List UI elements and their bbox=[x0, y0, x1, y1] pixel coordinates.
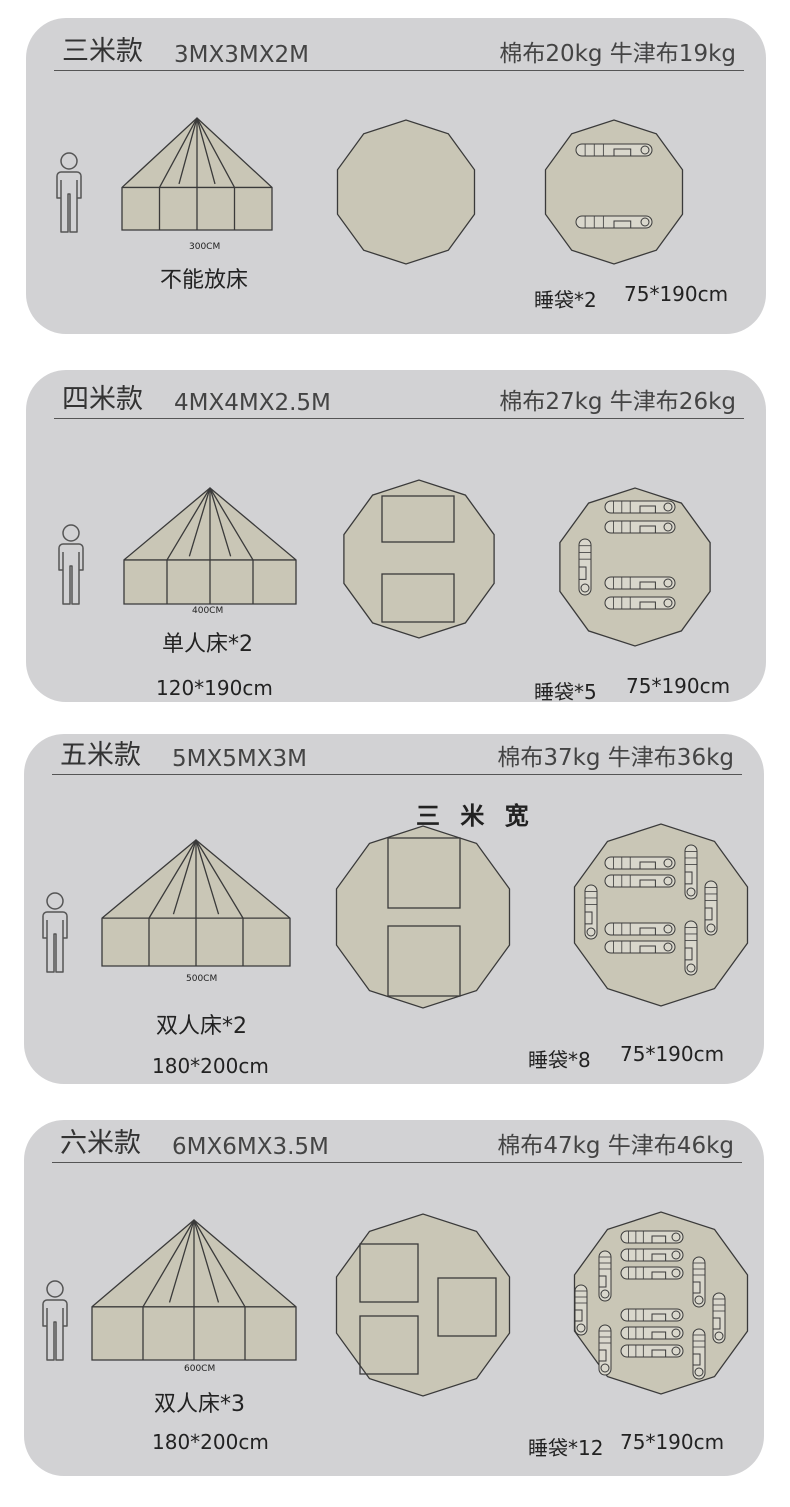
bed-label: 双人床*2 bbox=[156, 1014, 247, 1039]
tent-floor-sleeping-bags-icon bbox=[573, 823, 749, 1007]
width-note: 三 米 宽 bbox=[416, 802, 535, 830]
person-icon bbox=[42, 892, 68, 973]
sleeping-bag-icon bbox=[604, 500, 676, 514]
tent-floor-beds-icon bbox=[343, 479, 495, 639]
tent-card-4m: 四米款 4MX4MX2.5M 棉布27kg 牛津布26kg 400CM 单人床*… bbox=[26, 370, 766, 704]
bed-size: 180*200cm bbox=[152, 1054, 269, 1078]
sleeping-bag-icon bbox=[620, 1344, 684, 1358]
sleeping-bag-icon bbox=[575, 215, 653, 229]
bed-rect bbox=[359, 1243, 419, 1303]
sleeping-bag-icon bbox=[620, 1326, 684, 1340]
person-icon bbox=[42, 1280, 68, 1361]
sleeping-bag-icon bbox=[620, 1230, 684, 1244]
sleeping-bag-icon bbox=[604, 520, 676, 534]
sleeping-bag-icon bbox=[620, 1308, 684, 1322]
sleeping-bag-label: 睡袋*12 bbox=[528, 1436, 604, 1460]
sleeping-bag-icon bbox=[684, 920, 698, 976]
model-dimensions: 6MX6MX3.5M bbox=[172, 1134, 329, 1160]
tent-card-3m: 三米款 3MX3MX2M 棉布20kg 牛津布19kg 300CM 不能放床 睡… bbox=[26, 18, 766, 334]
tent-floor-beds-icon bbox=[335, 1213, 511, 1397]
sleeping-bag-icon bbox=[574, 1284, 588, 1336]
sleeping-bag-icon bbox=[692, 1256, 706, 1308]
tent-width-label: 500CM bbox=[186, 974, 218, 984]
sleeping-bag-icon bbox=[575, 143, 653, 157]
bed-rect bbox=[381, 573, 455, 623]
bed-rect bbox=[359, 1315, 419, 1375]
bed-rect bbox=[381, 495, 455, 543]
tent-floor-empty-icon bbox=[336, 119, 476, 265]
model-weight: 棉布27kg 牛津布26kg bbox=[499, 389, 736, 415]
model-weight: 棉布20kg 牛津布19kg bbox=[499, 41, 736, 67]
sleeping-bag-icon bbox=[684, 844, 698, 900]
bed-label: 不能放床 bbox=[160, 268, 249, 293]
model-dimensions: 3MX3MX2M bbox=[174, 42, 309, 68]
sleeping-bag-icon bbox=[584, 884, 598, 940]
card-header: 三米款 3MX3MX2M 棉布20kg 牛津布19kg bbox=[54, 30, 744, 71]
sleeping-bag-icon bbox=[598, 1250, 612, 1302]
sleeping-bag-icon bbox=[604, 874, 676, 888]
bed-rect bbox=[437, 1277, 497, 1337]
sleeping-bag-icon bbox=[620, 1266, 684, 1280]
model-name: 四米款 bbox=[62, 384, 143, 415]
person-icon bbox=[56, 152, 82, 233]
model-name: 五米款 bbox=[60, 740, 141, 771]
bed-label: 单人床*2 bbox=[162, 632, 253, 657]
model-weight: 棉布37kg 牛津布36kg bbox=[497, 745, 734, 771]
model-dimensions: 5MX5MX3M bbox=[172, 746, 307, 772]
sleeping-bag-icon bbox=[604, 596, 676, 610]
sleeping-bag-icon bbox=[604, 576, 676, 590]
tent-side-icon bbox=[91, 1219, 297, 1361]
sleeping-bag-icon bbox=[620, 1248, 684, 1262]
sleeping-bag-icon bbox=[578, 538, 592, 596]
sleeping-bag-size: 75*190cm bbox=[624, 282, 729, 306]
sleeping-bag-icon bbox=[704, 880, 718, 936]
tent-floor-beds-icon bbox=[335, 825, 511, 1009]
bed-size: 120*190cm bbox=[156, 676, 273, 700]
tent-side-icon bbox=[101, 839, 291, 967]
person-icon bbox=[58, 524, 84, 605]
model-dimensions: 4MX4MX2.5M bbox=[174, 390, 331, 416]
tent-floor-sleeping-bags-icon bbox=[559, 487, 711, 647]
sleeping-bag-label: 睡袋*5 bbox=[534, 680, 597, 704]
bed-rect bbox=[387, 837, 461, 909]
sleeping-bag-size: 75*190cm bbox=[620, 1430, 725, 1454]
card-header: 五米款 5MX5MX3M 棉布37kg 牛津布36kg bbox=[52, 734, 742, 775]
sleeping-bag-icon bbox=[604, 940, 676, 954]
sleeping-bag-icon bbox=[712, 1292, 726, 1344]
tent-width-label: 400CM bbox=[192, 606, 224, 616]
bed-size: 180*200cm bbox=[152, 1430, 269, 1454]
card-header: 六米款 6MX6MX3.5M 棉布47kg 牛津布46kg bbox=[52, 1122, 742, 1163]
sleeping-bag-icon bbox=[604, 922, 676, 936]
model-name: 三米款 bbox=[62, 36, 143, 67]
bed-label: 双人床*3 bbox=[154, 1392, 245, 1417]
sleeping-bag-size: 75*190cm bbox=[626, 674, 731, 698]
tent-side-icon bbox=[121, 117, 273, 231]
sleeping-bag-icon bbox=[692, 1328, 706, 1380]
sleeping-bag-icon bbox=[598, 1324, 612, 1376]
bed-rect bbox=[387, 925, 461, 997]
model-weight: 棉布47kg 牛津布46kg bbox=[497, 1133, 734, 1159]
model-name: 六米款 bbox=[60, 1128, 141, 1159]
card-header: 四米款 4MX4MX2.5M 棉布27kg 牛津布26kg bbox=[54, 378, 744, 419]
sleeping-bag-label: 睡袋*8 bbox=[528, 1048, 591, 1072]
tent-floor-sleeping-bags-icon bbox=[573, 1211, 749, 1395]
tent-card-5m: 五米款 5MX5MX3M 棉布37kg 牛津布36kg 三 米 宽 500CM … bbox=[24, 734, 764, 1084]
tent-floor-sleeping-bags-icon bbox=[544, 119, 684, 265]
sleeping-bag-size: 75*190cm bbox=[620, 1042, 725, 1066]
sleeping-bag-label: 睡袋*2 bbox=[534, 288, 597, 312]
tent-width-label: 600CM bbox=[184, 1364, 216, 1374]
tent-card-6m: 六米款 6MX6MX3.5M 棉布47kg 牛津布46kg 600CM 双人床*… bbox=[24, 1120, 764, 1476]
sleeping-bag-icon bbox=[604, 856, 676, 870]
tent-width-label: 300CM bbox=[189, 242, 221, 252]
tent-side-icon bbox=[123, 487, 297, 605]
